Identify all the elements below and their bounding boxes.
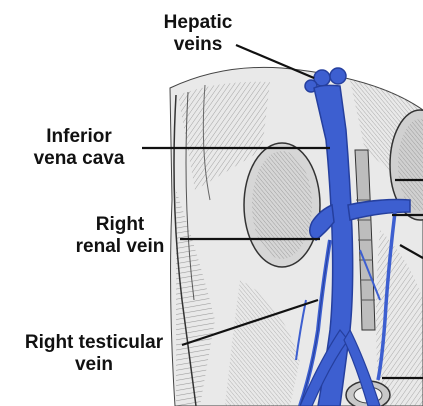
venous-system <box>295 67 411 406</box>
inferior-vena-cava-shape <box>313 84 354 406</box>
label-testicular-line2: vein <box>74 354 114 375</box>
label-ivc-line2: vena cava <box>33 148 125 169</box>
leader-testicular <box>181 298 319 347</box>
left-kidney <box>389 109 423 221</box>
leader-hepatic <box>235 43 315 80</box>
label-testicular-line1: Right testicular <box>24 332 164 353</box>
label-right-testicular-vein: Right testicular vein <box>10 332 178 376</box>
leader-right-3 <box>399 244 423 259</box>
label-inferior-vena-cava: Inferior vena cava <box>14 126 144 170</box>
leader-lines <box>142 43 423 380</box>
label-hepatic-line2: veins <box>173 34 223 55</box>
hepatic-vein-2 <box>329 67 347 85</box>
label-right-renal-vein: Right renal vein <box>64 214 176 258</box>
label-hepatic-veins: Hepatic veins <box>150 12 246 56</box>
label-renal-line2: renal vein <box>75 236 165 257</box>
label-ivc-line1: Inferior <box>46 126 112 147</box>
right-renal-vein-shape <box>309 203 335 241</box>
right-kidney <box>243 142 321 268</box>
label-hepatic-line1: Hepatic <box>163 12 233 33</box>
label-renal-line1: Right <box>95 214 145 235</box>
left-renal-vein-shape <box>347 198 411 221</box>
